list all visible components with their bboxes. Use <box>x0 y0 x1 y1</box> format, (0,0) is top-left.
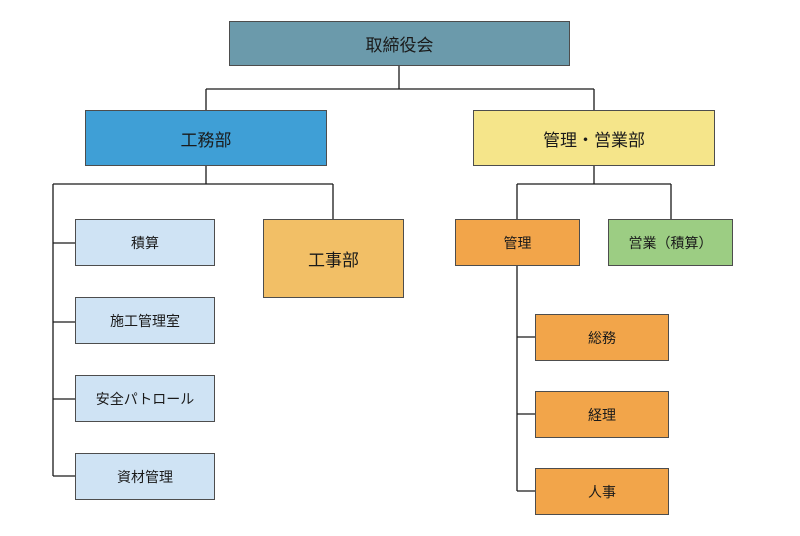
safety-patrol-node: 安全パトロール <box>75 375 215 422</box>
works-dept-node: 工事部 <box>263 219 404 298</box>
personnel-node: 人事 <box>535 468 669 515</box>
sales-estimation-node: 営業（積算） <box>608 219 733 266</box>
materials-mgmt-node: 資材管理 <box>75 453 215 500</box>
accounting-node: 経理 <box>535 391 669 438</box>
board-node: 取締役会 <box>229 21 570 66</box>
construction-dept-node: 工務部 <box>85 110 327 166</box>
management-node: 管理 <box>455 219 580 266</box>
general-affairs-node: 総務 <box>535 314 669 361</box>
construction-mgmt-office-node: 施工管理室 <box>75 297 215 344</box>
estimation-node: 積算 <box>75 219 215 266</box>
admin-sales-dept-node: 管理・営業部 <box>473 110 715 166</box>
